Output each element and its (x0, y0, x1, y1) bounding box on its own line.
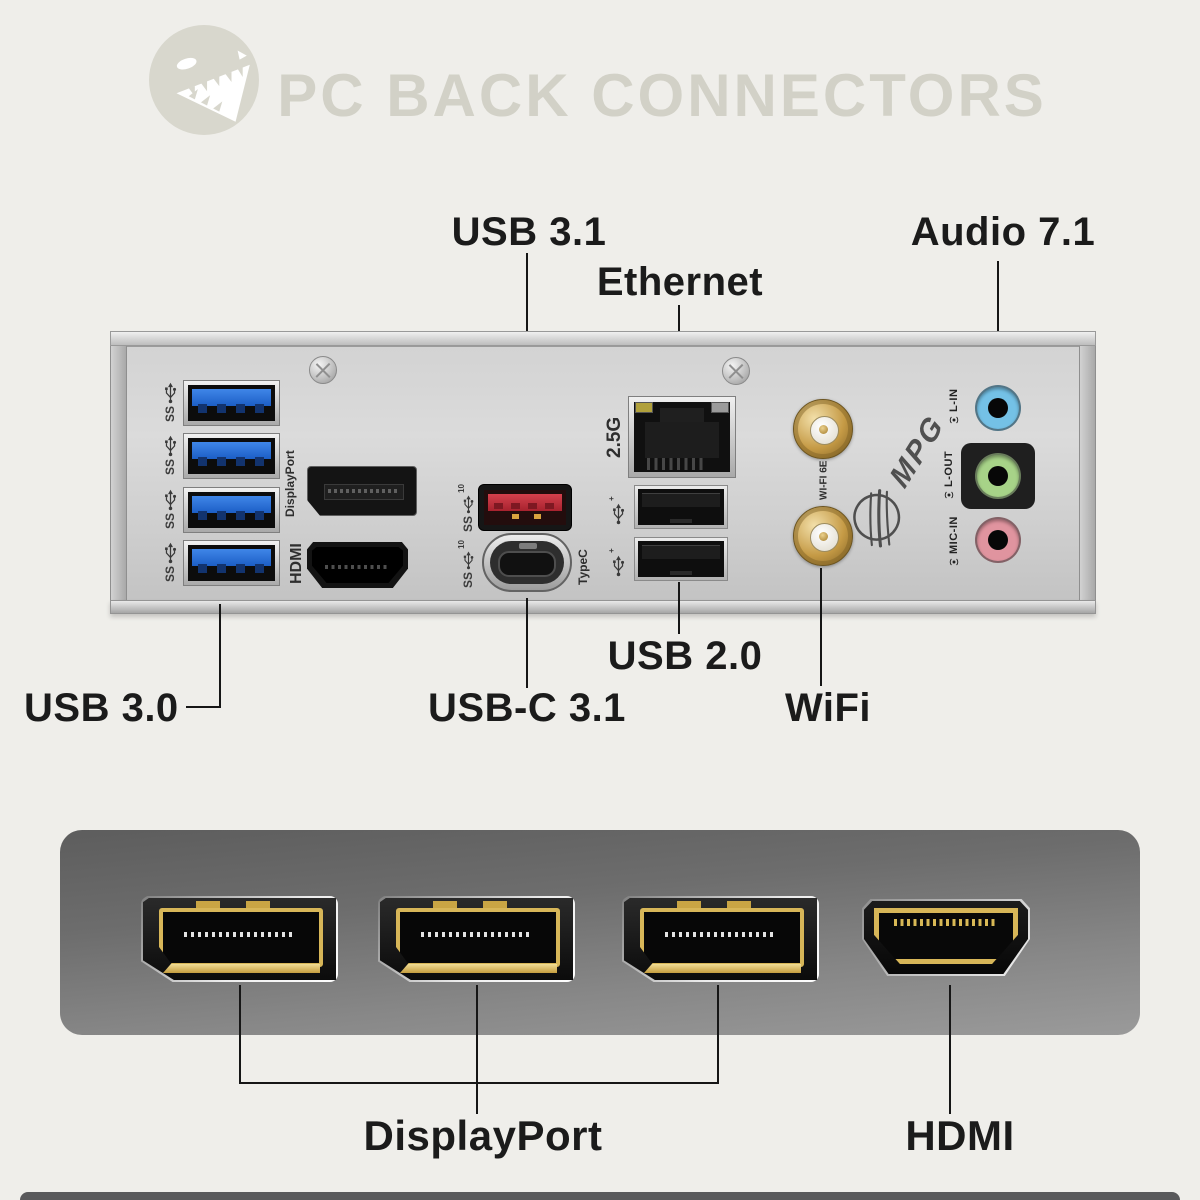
usb31-gen2-port (478, 484, 572, 531)
usb3-port (183, 380, 280, 426)
label-usb-3-0: USB 3.0 (24, 686, 179, 730)
leader-line-audio-7-1 (997, 261, 999, 387)
audio-jack-mic-in (975, 517, 1021, 563)
usb2-trident-icon: + (607, 487, 626, 525)
leader-line-hdmi (949, 985, 951, 1114)
wifi-marking: WI-FI 6E (818, 460, 830, 500)
line-out-marking: L-OUT (943, 447, 955, 507)
usb2-port (634, 485, 728, 529)
label-wifi: WiFi (784, 686, 872, 730)
displayport-marking: DisplayPort (283, 450, 297, 518)
ethernet-led-left (635, 402, 653, 413)
usb3-port (183, 433, 280, 479)
wifi-antenna-connector (793, 506, 853, 566)
leader-line-usb-2-0 (678, 582, 680, 634)
label-displayport: DisplayPort (363, 1112, 603, 1159)
label-hdmi: HDMI (905, 1112, 1015, 1159)
page-title: PC BACK CONNECTORS (277, 61, 1047, 129)
leader-line-usb-c (526, 598, 528, 688)
gpu-displayport-connector (622, 896, 819, 982)
usb2-trident-icon: + (607, 539, 626, 577)
phillips-screw (309, 356, 337, 384)
label-usb-2-0: USB 2.0 (607, 634, 763, 678)
io-shield-left-edge (110, 336, 127, 610)
ethernet-speed-marking: 2.5G (604, 416, 625, 458)
leader-line-usb-3-0-v (219, 604, 221, 708)
speaker-icon (948, 414, 960, 426)
io-shield-top-fold (110, 331, 1096, 346)
bottom-bar (20, 1192, 1180, 1200)
phillips-screw (722, 357, 750, 385)
gpu-hdmi-connector (862, 899, 1030, 976)
leader-line-dp2 (476, 985, 478, 1114)
gpu-displayport-connector (141, 896, 338, 982)
gpu-displayport-connector (378, 896, 575, 982)
wifi-antenna-connector (793, 399, 853, 459)
usb-c-port (482, 533, 572, 592)
mic-in-marking: MIC-IN (948, 515, 960, 571)
hdmi-marking: HDMI (288, 543, 305, 585)
hdmi-connector (307, 542, 408, 588)
label-usb-3-1: USB 3.1 (451, 210, 607, 254)
speaker-icon (948, 556, 960, 568)
ss-usb3-icon: SS (162, 435, 178, 475)
io-shield-right-edge (1079, 336, 1096, 610)
usb3-port (183, 487, 280, 533)
audio-jack-line-in (975, 385, 1021, 431)
leader-line-wifi (820, 568, 822, 686)
ss-usb3-icon: SS (162, 489, 178, 529)
line-in-marking: L-IN (948, 383, 960, 433)
label-ethernet: Ethernet (596, 260, 764, 304)
leader-line-dp1 (239, 985, 241, 1083)
usb3-port (183, 540, 280, 586)
io-shield-bottom-fold (110, 600, 1096, 614)
speaker-icon (943, 489, 955, 501)
displayport-connector (307, 466, 417, 516)
label-usb-c-3-1: USB-C 3.1 (428, 686, 626, 730)
leader-line-dp3 (717, 985, 719, 1083)
ss-usb3-icon: SS (162, 382, 178, 422)
ss-usb3-icon: SS (162, 542, 178, 582)
label-audio-7-1: Audio 7.1 (910, 210, 1096, 254)
ethernet-port (628, 396, 736, 478)
dinosaur-logo (148, 24, 260, 136)
audio-jack-line-out (975, 453, 1021, 499)
typec-marking: TypeC (576, 549, 590, 585)
leader-line-dp-joiner (239, 1082, 719, 1084)
leader-line-usb-3-0-h (186, 706, 221, 708)
ethernet-led-right (711, 402, 729, 413)
usb2-port (634, 537, 728, 581)
